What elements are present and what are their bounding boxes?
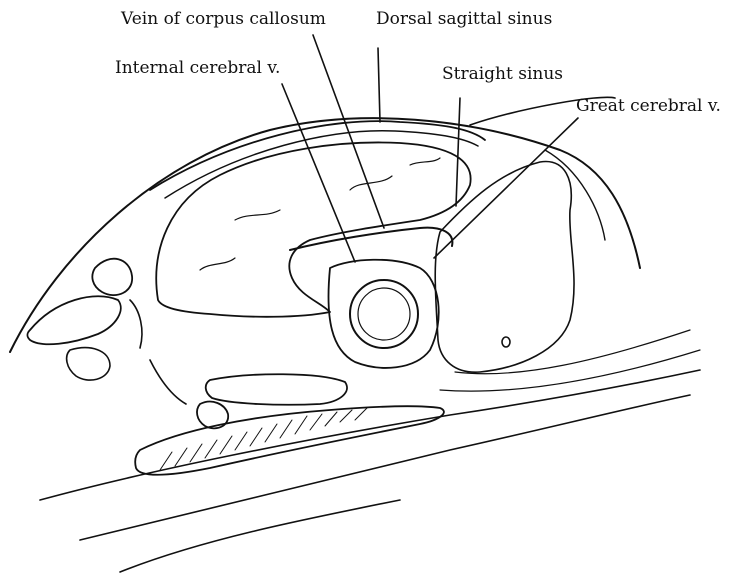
label-straight-sinus: Straight sinus [442, 66, 563, 83]
thalamus-ring [350, 280, 418, 348]
cerebral-hemisphere [156, 142, 470, 316]
leader-great-cerebral-v [434, 118, 578, 258]
label-vein-of-corpus-callosum: Vein of corpus callosum [121, 11, 326, 28]
leader-straight-sinus [456, 98, 460, 206]
anterior-compartments [27, 259, 186, 404]
label-dorsal-sagittal-sinus: Dorsal sagittal sinus [376, 11, 552, 28]
leader-internal-cerebral-v [282, 84, 355, 262]
label-great-cerebral-v: Great cerebral v. [576, 98, 721, 115]
central-structures [290, 162, 574, 373]
leader-dorsal-sagittal-sinus [378, 48, 380, 122]
label-internal-cerebral-v: Internal cerebral v. [115, 60, 280, 77]
